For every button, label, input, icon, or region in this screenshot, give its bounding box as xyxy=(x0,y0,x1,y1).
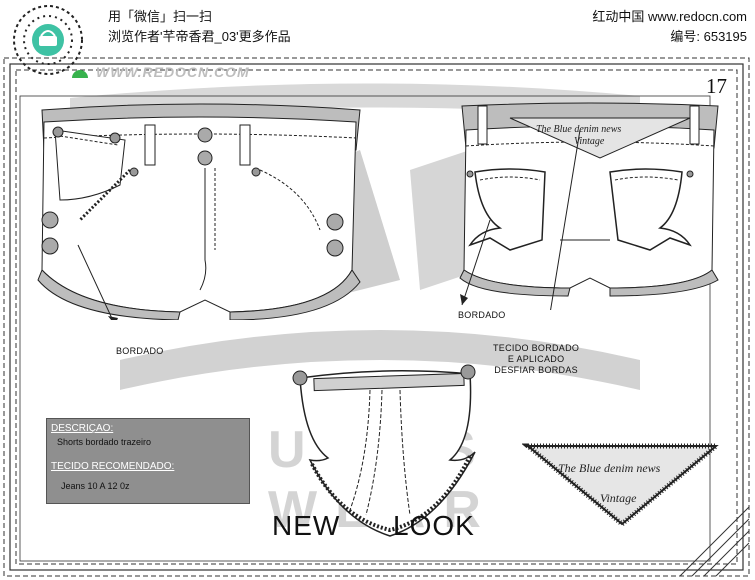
front-shorts-drawing xyxy=(37,103,361,320)
tecido-label-line2: E APLICADO xyxy=(507,354,565,364)
new-look-title: NEW LOOK xyxy=(272,510,475,541)
patch-text-back-1: The Blue denim news xyxy=(536,124,621,135)
bordado-label-back: BORDADO xyxy=(458,310,506,320)
patch-text-back-2: Vintage xyxy=(574,136,605,147)
author-link[interactable]: 浏览作者'芊帝香君_03'更多作品 xyxy=(108,29,291,44)
qr-code-icon xyxy=(13,5,88,78)
description-value: Shorts bordado trazeiro xyxy=(57,437,152,447)
description-panel: DESCRIÇAO: Shorts bordado trazeiro TECID… xyxy=(46,418,250,504)
scan-instruction: 用「微信」扫一扫 xyxy=(108,9,213,24)
tecido-label: TECIDO BORDADO E APLICADO DESFIAR BORDAS xyxy=(493,343,579,376)
description-heading: DESCRIÇAO: xyxy=(51,423,114,434)
site-name[interactable]: 红动中国 www.redocn.com xyxy=(592,9,747,24)
tecido-label-line3: DESFIAR BORDAS xyxy=(494,365,578,375)
item-id: 编号: 653195 xyxy=(670,29,747,44)
patch-text-2: Vintage xyxy=(600,491,637,505)
tecido-label-line1: TECIDO BORDADO xyxy=(493,343,580,353)
pocket-detail-drawing xyxy=(292,364,476,537)
watermark-url: WWW.REDOCN.COM xyxy=(96,64,250,80)
fabric-heading: TECIDO RECOMENDADO: xyxy=(51,461,175,472)
patch-detail-drawing: The Blue denim news Vintage xyxy=(522,443,722,528)
patch-text-1: The Blue denim news xyxy=(558,461,661,475)
back-shorts-drawing: The Blue denim news Vintage xyxy=(459,102,719,310)
fabric-value: Jeans 10 A 12 0z xyxy=(61,481,130,491)
bordado-label-front: BORDADO xyxy=(116,346,164,356)
page-number: 17 xyxy=(706,74,727,98)
